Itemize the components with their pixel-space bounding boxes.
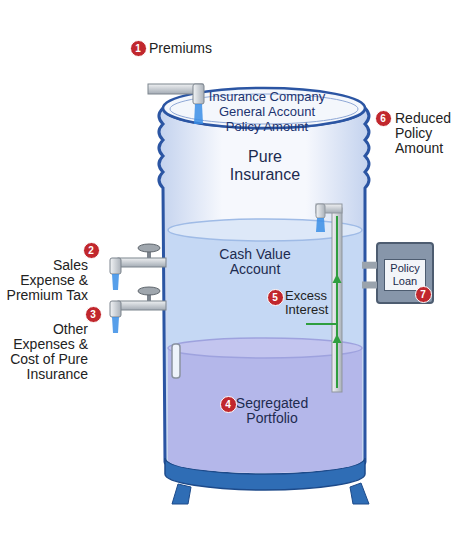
portfolio-layer: Segregated Portfolio — [168, 336, 362, 476]
arrow-head — [333, 274, 342, 283]
inflow-spout — [193, 84, 204, 104]
outline-group — [168, 219, 362, 365]
water-body — [168, 230, 362, 365]
arrow-head — [333, 334, 342, 343]
callout-number: 6 — [375, 110, 392, 127]
rim-label: Insurance Company General Account Policy… — [205, 89, 329, 134]
water-stream — [112, 317, 119, 333]
callout-number: 2 — [83, 242, 100, 259]
water-stream — [316, 218, 325, 232]
callout-number: 1 — [130, 40, 147, 57]
tank-leg — [350, 483, 369, 504]
tank-vessel: Insurance Company General Account Policy… — [150, 80, 380, 510]
inflow-pipe — [148, 84, 203, 94]
layer-label: Cash Value Account — [208, 247, 302, 277]
valve-wheel — [138, 287, 160, 295]
flow-arrow — [306, 323, 337, 325]
callout-number: 4 — [220, 396, 237, 413]
water-stream — [194, 104, 203, 124]
sight-glass — [172, 344, 180, 378]
tank-leg — [172, 484, 191, 504]
valve-wheel — [138, 244, 160, 252]
pipe-connector — [362, 262, 377, 269]
callout-text: Premiums — [149, 40, 229, 56]
flow-arrow — [336, 216, 338, 388]
water-body — [168, 348, 362, 473]
interest-spout — [316, 204, 325, 218]
interest-pipe — [316, 204, 342, 213]
outline-group — [168, 338, 362, 473]
callout-number: 7 — [415, 286, 432, 303]
faucet-spout — [110, 258, 121, 274]
valve-stem — [147, 249, 151, 258]
faucet-pipe — [118, 258, 166, 267]
water-surface — [168, 219, 362, 241]
outline-group — [377, 243, 433, 303]
callout-text: Excess Interest — [285, 289, 335, 317]
outline-group — [159, 88, 369, 504]
water-surface — [168, 338, 362, 358]
box-outline — [377, 243, 433, 303]
valve-stem — [147, 292, 151, 301]
water-stream — [112, 274, 119, 290]
tank-body — [159, 108, 369, 476]
faucet-spout — [110, 301, 121, 317]
callout-number: 5 — [267, 289, 284, 306]
layer-label: Segregated Portfolio — [225, 396, 319, 426]
callout-text: Reduced Policy Amount — [395, 111, 469, 156]
space-label: Pure Insurance — [226, 148, 304, 184]
callout-number: 3 — [85, 306, 102, 323]
pipe-connector — [362, 282, 377, 289]
interest-pipe — [332, 208, 342, 392]
callout-text: Sales Expense & Premium Tax — [2, 258, 88, 303]
faucet-pipe — [118, 301, 166, 310]
callout-text: Other Expenses & Cost of Pure Insurance — [2, 322, 88, 382]
